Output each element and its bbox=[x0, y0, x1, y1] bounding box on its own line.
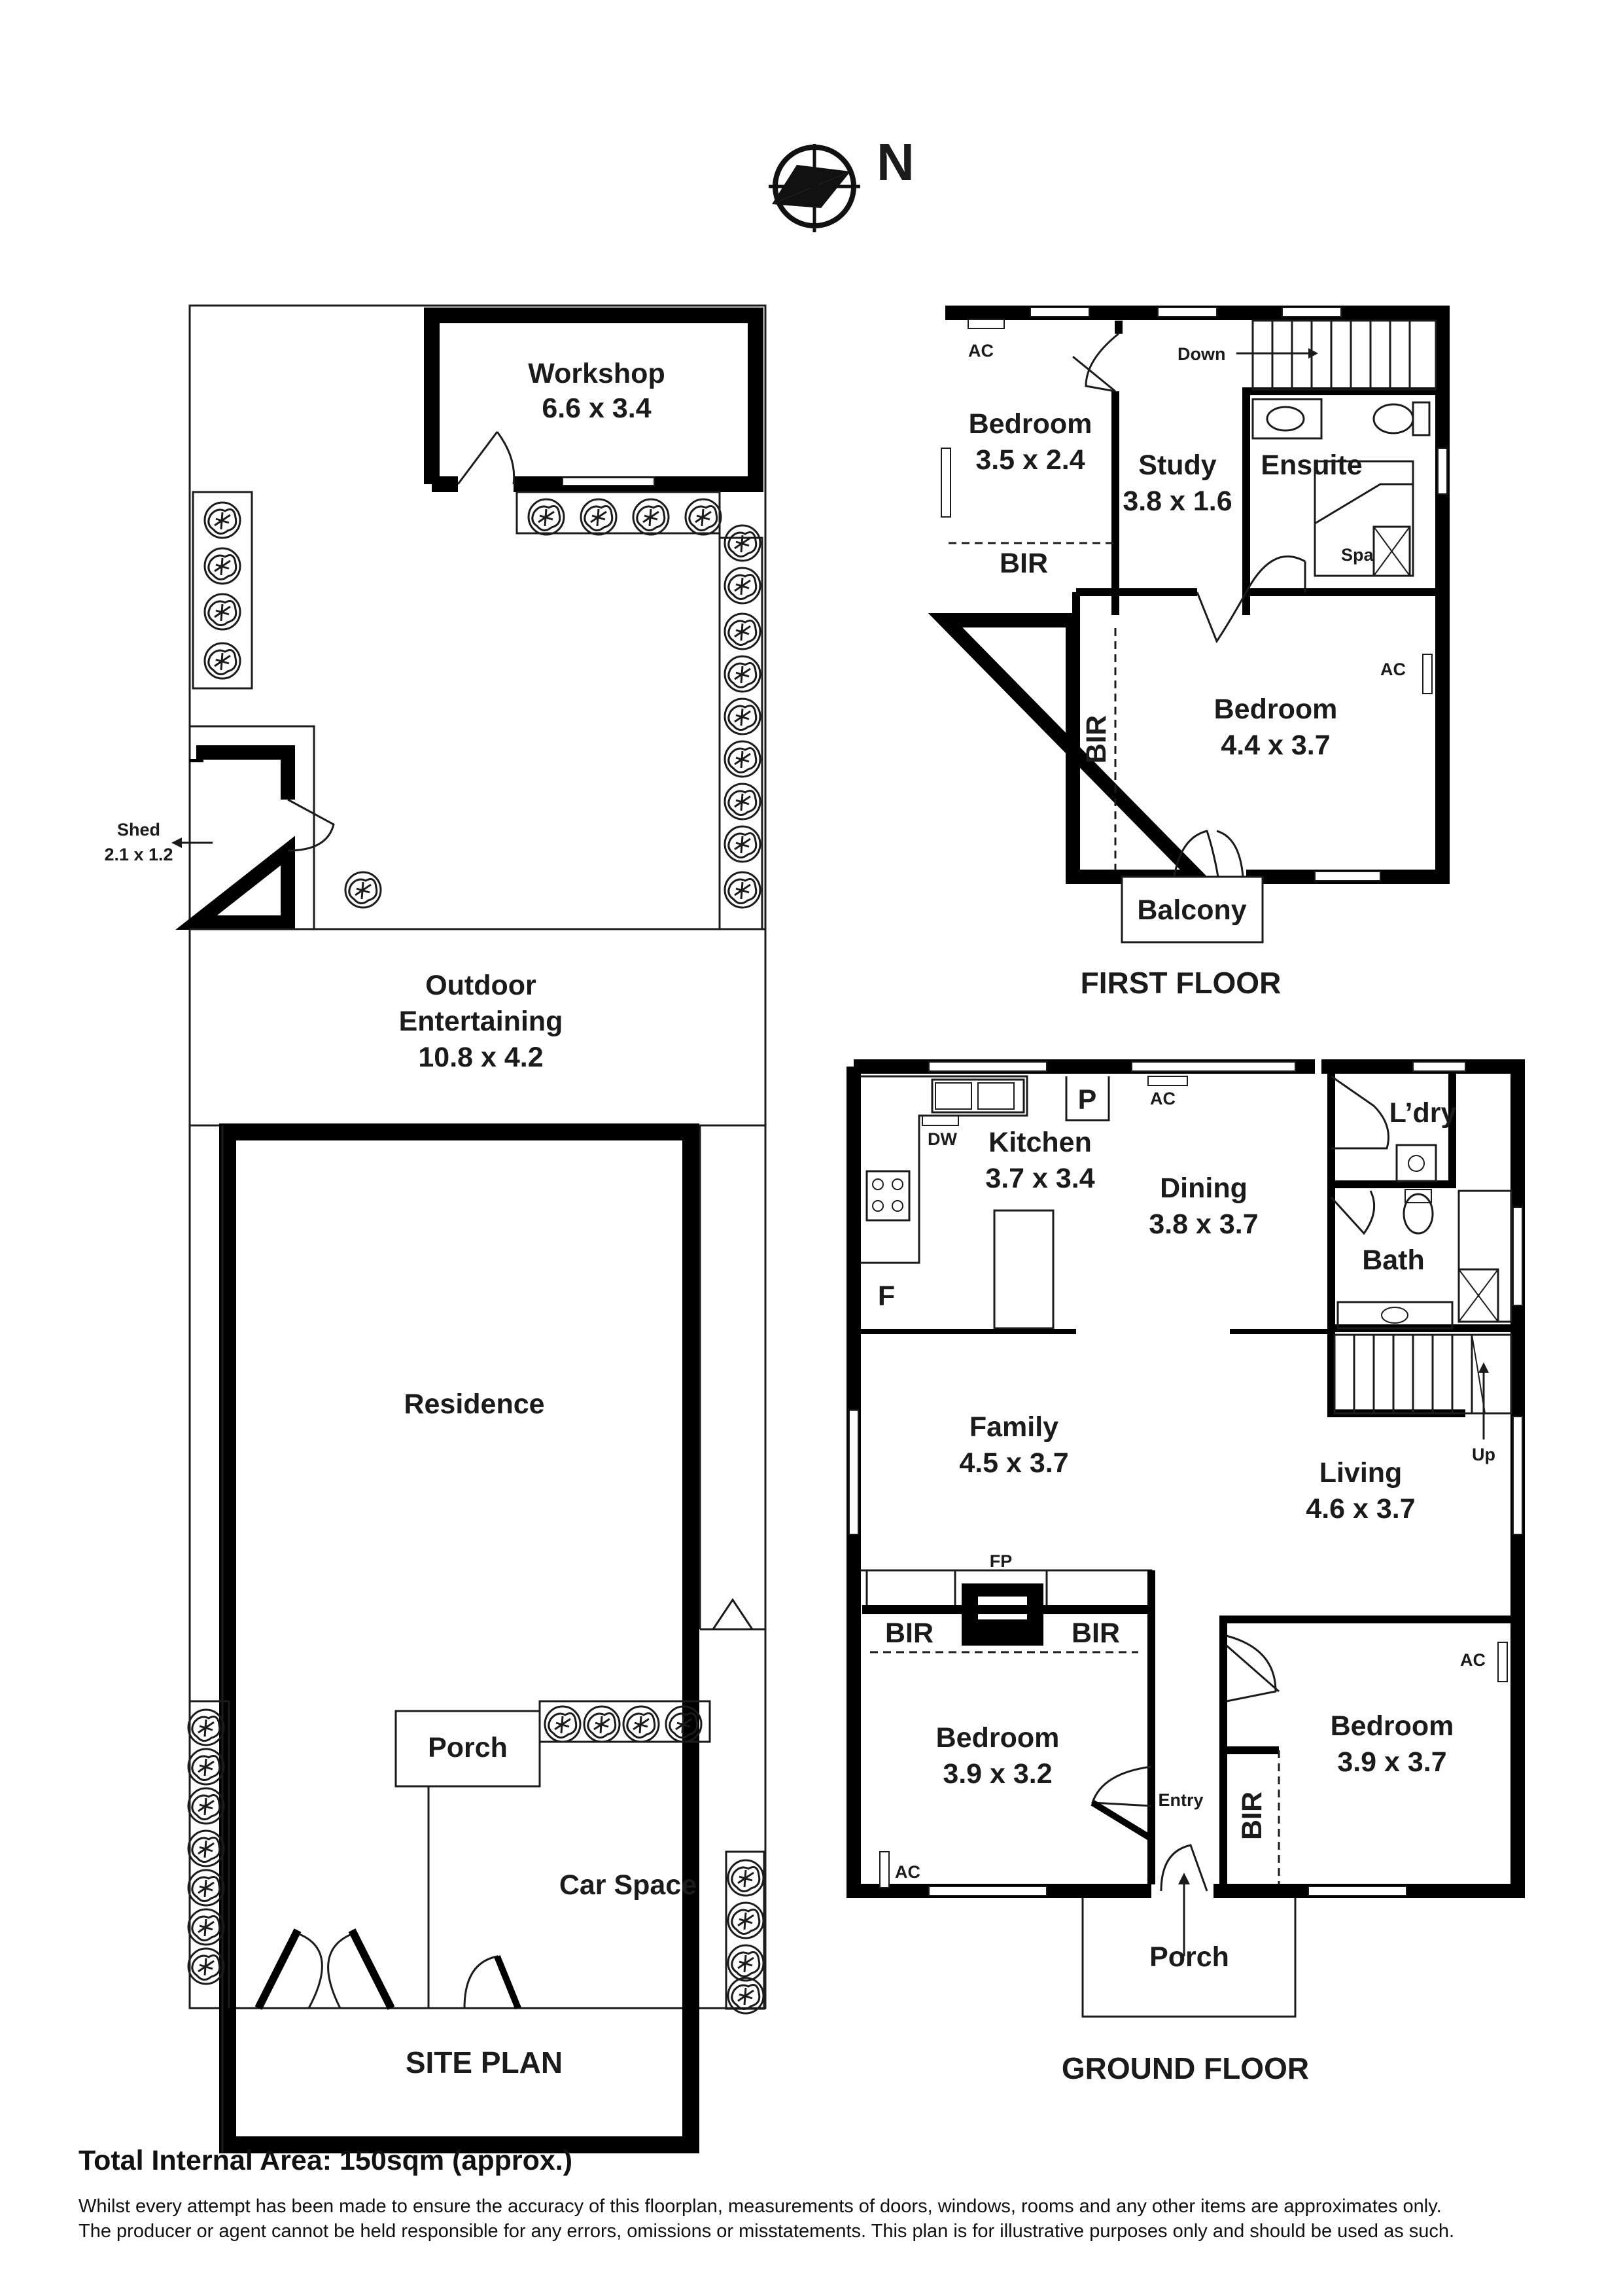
bedroom-right-dim: 3.9 x 3.7 bbox=[1337, 1746, 1446, 1778]
ground-floor-title: GROUND FLOOR bbox=[1062, 2051, 1309, 2085]
disclaimer-line-2: The producer or agent cannot be held res… bbox=[79, 2221, 1455, 2242]
ac-first-2: AC bbox=[1380, 660, 1406, 679]
down-label: Down bbox=[1178, 344, 1226, 364]
bedroom-left-dim: 3.9 x 3.2 bbox=[943, 1758, 1052, 1790]
bedroom-small-name: Bedroom bbox=[969, 408, 1092, 440]
ground-floor-plan bbox=[846, 1059, 1525, 2018]
outdoor-line2: Entertaining bbox=[399, 1006, 563, 1037]
study-name: Study bbox=[1138, 450, 1217, 481]
total-area: Total Internal Area: 150sqm (approx.) bbox=[79, 2145, 573, 2176]
shed-name: Shed bbox=[117, 820, 160, 839]
north-label: N bbox=[877, 133, 915, 191]
disclaimer-line-1: Whilst every attempt has been made to en… bbox=[79, 2196, 1442, 2217]
bir-side-label: BIR bbox=[1081, 715, 1112, 764]
site-porch-label: Porch bbox=[428, 1732, 508, 1763]
outdoor-line1: Outdoor bbox=[425, 970, 536, 1001]
bath-label: Bath bbox=[1362, 1245, 1425, 1276]
balcony-label: Balcony bbox=[1137, 894, 1246, 926]
dw-label: DW bbox=[928, 1129, 957, 1149]
shed-dim: 2.1 x 1.2 bbox=[104, 845, 173, 864]
dining-dim: 3.8 x 3.7 bbox=[1149, 1209, 1258, 1240]
fp-label: FP bbox=[990, 1551, 1013, 1571]
first-floor-title: FIRST FLOOR bbox=[1081, 966, 1282, 1000]
bedroom-left-name: Bedroom bbox=[936, 1722, 1060, 1754]
bedroom-main-name: Bedroom bbox=[1214, 694, 1338, 725]
kitchen-dim: 3.7 x 3.4 bbox=[985, 1163, 1094, 1194]
first-floor-plan bbox=[928, 306, 1450, 944]
residence-label: Residence bbox=[404, 1388, 544, 1420]
dining-name: Dining bbox=[1160, 1173, 1248, 1204]
pantry-label: P bbox=[1078, 1084, 1097, 1116]
bedroom-right-name: Bedroom bbox=[1331, 1710, 1454, 1742]
bir-2-label: BIR bbox=[1072, 1617, 1120, 1649]
study-dim: 3.8 x 1.6 bbox=[1123, 486, 1232, 517]
ac-first-1: AC bbox=[968, 341, 994, 361]
workshop-name: Workshop bbox=[528, 358, 665, 389]
fridge-label: F bbox=[878, 1280, 895, 1312]
ac-dining: AC bbox=[1150, 1089, 1176, 1108]
entry-label: Entry bbox=[1158, 1790, 1203, 1810]
family-dim: 4.5 x 3.7 bbox=[959, 1447, 1068, 1479]
bedroom-small-dim: 3.5 x 2.4 bbox=[975, 444, 1085, 476]
ground-porch-label: Porch bbox=[1149, 1941, 1229, 1973]
laundry-label: L’dry bbox=[1389, 1097, 1457, 1129]
family-name: Family bbox=[969, 1411, 1058, 1443]
site-plan-title: SITE PLAN bbox=[406, 2045, 563, 2079]
bir-3-label: BIR bbox=[1236, 1792, 1268, 1840]
bedroom-main-dim: 4.4 x 3.7 bbox=[1221, 730, 1330, 761]
ac-ground-right: AC bbox=[1460, 1650, 1486, 1670]
living-name: Living bbox=[1319, 1457, 1403, 1489]
living-dim: 4.6 x 3.7 bbox=[1306, 1493, 1415, 1525]
bir-1-label: BIR bbox=[885, 1617, 934, 1649]
ac-ground-left: AC bbox=[895, 1862, 920, 1882]
bir-top-label: BIR bbox=[1000, 548, 1048, 579]
kitchen-name: Kitchen bbox=[988, 1127, 1092, 1158]
site-plan bbox=[171, 304, 767, 2153]
outdoor-dim: 10.8 x 4.2 bbox=[418, 1042, 543, 1073]
car-space-label: Car Space bbox=[559, 1869, 697, 1901]
spa-label: Spa bbox=[1341, 545, 1374, 565]
ensuite-label: Ensuite bbox=[1261, 450, 1362, 481]
north-arrow-icon bbox=[769, 144, 860, 232]
up-label: Up bbox=[1472, 1445, 1495, 1464]
workshop-dim: 6.6 x 3.4 bbox=[542, 393, 651, 424]
